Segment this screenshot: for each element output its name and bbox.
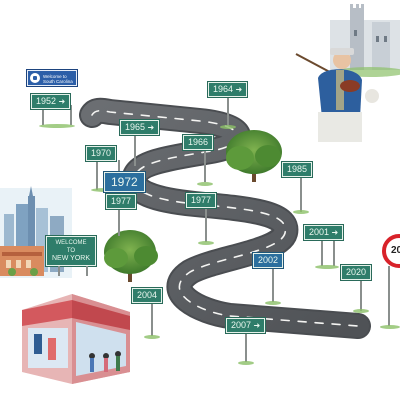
year-sign-2004: 2004: [132, 288, 163, 303]
welcome-line3: NEW YORK: [52, 255, 90, 262]
year-sign-label: 1972: [111, 175, 138, 189]
year-sign-1964: 1964 ➜: [208, 82, 248, 97]
year-sign-2001: 2001 ➜: [304, 225, 344, 240]
speed-limit-sign: 20: [382, 234, 400, 268]
welcome-sign-post: [58, 266, 60, 276]
year-sign-2020: 2020: [341, 265, 372, 280]
year-sign-label: 2007: [231, 320, 252, 330]
arrow-right-icon: ➜: [147, 123, 155, 132]
year-sign-label: 1970: [91, 148, 112, 158]
year-sign-label: 1964: [213, 84, 234, 94]
arrow-right-icon: ➜: [235, 85, 243, 94]
year-sign-1965: 1965 ➜: [120, 120, 160, 135]
arrow-right-icon: ➜: [331, 228, 339, 237]
year-sign-1977-right: 1977: [186, 193, 217, 208]
welcome-line1: WELCOME: [55, 240, 87, 246]
palmetto-logo-icon: [30, 73, 40, 83]
welcome-line2: TO: [66, 248, 76, 254]
arrow-right-icon: ➜: [58, 97, 66, 106]
year-sign-label: 1952: [36, 96, 57, 106]
band-performer: [295, 48, 379, 142]
year-sign-1972: 1972: [104, 172, 145, 192]
year-sign-1970: 1970: [86, 146, 117, 161]
welcome-sign-post: [86, 266, 88, 276]
sc-sign-line1: Welcome to: [43, 74, 67, 79]
year-sign-1985: 1985: [282, 162, 313, 177]
year-sign-1952: 1952 ➜: [31, 94, 71, 109]
year-sign-label: 2020: [346, 267, 367, 277]
year-sign-label: 1977: [191, 195, 212, 205]
year-sign-label: 1966: [188, 137, 209, 147]
year-sign-1966: 1966: [183, 135, 214, 150]
year-sign-label: 1985: [287, 164, 308, 174]
year-sign-label: 2001: [309, 227, 330, 237]
year-sign-2002: 2002: [253, 253, 284, 268]
oak-tree-center: [226, 130, 282, 182]
south-carolina-welcome-sign: Welcome to South Carolina: [27, 70, 77, 86]
year-sign-label: 1965: [125, 122, 146, 132]
arrow-right-icon: ➜: [253, 321, 261, 330]
year-sign-2007: 2007 ➜: [226, 318, 266, 333]
oak-tree-left: [104, 230, 158, 282]
year-sign-label: 2002: [258, 255, 279, 265]
welcome-to-new-york-sign: WELCOME TO NEW YORK: [46, 236, 96, 266]
year-sign-1977-left: 1977: [106, 194, 137, 209]
year-sign-label: 1977: [111, 196, 132, 206]
storefront-building: [22, 294, 130, 384]
sc-sign-line2: South Carolina: [43, 79, 73, 84]
year-sign-label: 2004: [137, 290, 158, 300]
